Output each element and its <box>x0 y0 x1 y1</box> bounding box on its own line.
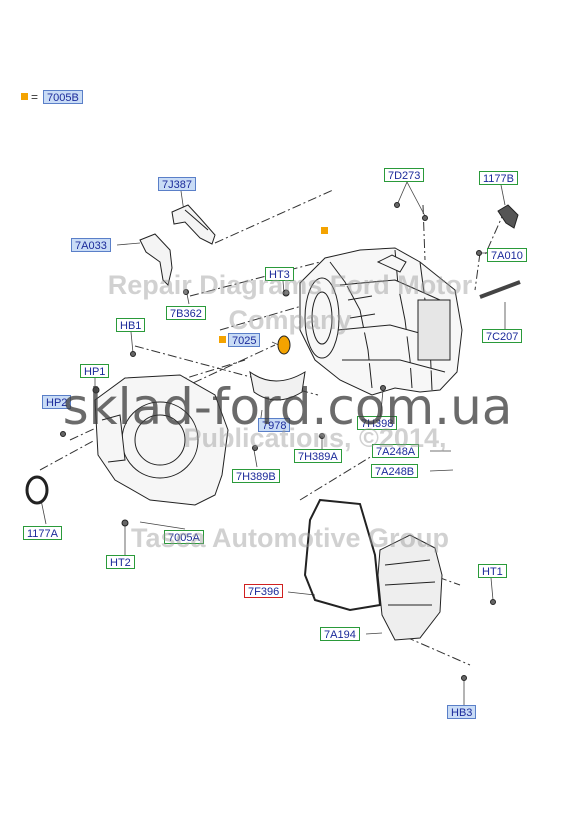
watermark-line1: Repair Diagrams Ford Motor <box>107 270 473 300</box>
bracket-7a033 <box>139 233 173 286</box>
watermark-line4: Tasca Automotive Group <box>130 523 450 553</box>
part-label-1177a: 1177A <box>23 526 62 540</box>
bearing-7978 <box>249 370 306 401</box>
part-label-7005a: 7005A <box>164 530 204 544</box>
converter-housing-7005a <box>94 374 229 506</box>
bracket-7j387 <box>171 204 216 245</box>
watermark-line3: Publications, ©2014, <box>183 423 447 453</box>
part-label-7h389a: 7H389A <box>294 449 342 463</box>
shaft-7c207 <box>479 280 521 299</box>
part-label-hb3: HB3 <box>447 705 477 719</box>
seal-1177b <box>497 204 519 229</box>
watermark-line2: Company <box>228 305 352 335</box>
part-label-ht3: HT3 <box>265 267 294 281</box>
part-label-7c207: 7C207 <box>482 329 523 343</box>
part-label-ht2: HT2 <box>106 555 135 569</box>
part-label-7f396: 7F396 <box>244 584 284 598</box>
legend-equals: = <box>31 90 39 104</box>
watermark-site: sklad-ford.com.ua <box>62 378 513 436</box>
seal-1177a <box>25 475 49 505</box>
part-label-7a194: 7A194 <box>320 627 360 641</box>
part-label-7j387: 7J387 <box>158 177 196 191</box>
legend-swatch <box>21 93 28 100</box>
oil-pan-7a194 <box>377 534 443 641</box>
transmission-case <box>299 247 463 396</box>
part-label-hp2: HP2 <box>42 395 72 409</box>
gasket-7f396 <box>303 498 382 612</box>
part-label-7h389b: 7H389B <box>232 469 280 483</box>
label-leaders <box>39 181 506 705</box>
part-label-7h398: 7H398 <box>357 416 398 430</box>
part-label-7a248a: 7A248A <box>372 444 420 458</box>
marker-7025 <box>219 336 226 343</box>
bolts <box>60 202 496 681</box>
part-label-7a010: 7A010 <box>487 248 527 262</box>
part-label-7978: 7978 <box>258 418 291 432</box>
part-label-7025: 7025 <box>228 333 261 347</box>
part-label-hp1: HP1 <box>80 364 110 378</box>
part-label-7b362: 7B362 <box>166 306 206 320</box>
marker-case <box>321 227 328 234</box>
part-label-7a248b: 7A248B <box>371 464 419 478</box>
part-label-ht1: HT1 <box>478 564 507 578</box>
part-label-7d273: 7D273 <box>384 168 425 182</box>
part-label-hb1: HB1 <box>116 318 146 332</box>
part-label-1177b: 1177B <box>479 171 518 185</box>
part-label-7a033: 7A033 <box>71 238 111 252</box>
legend-code: 7005B <box>43 90 83 104</box>
ring-7025 <box>277 335 291 355</box>
